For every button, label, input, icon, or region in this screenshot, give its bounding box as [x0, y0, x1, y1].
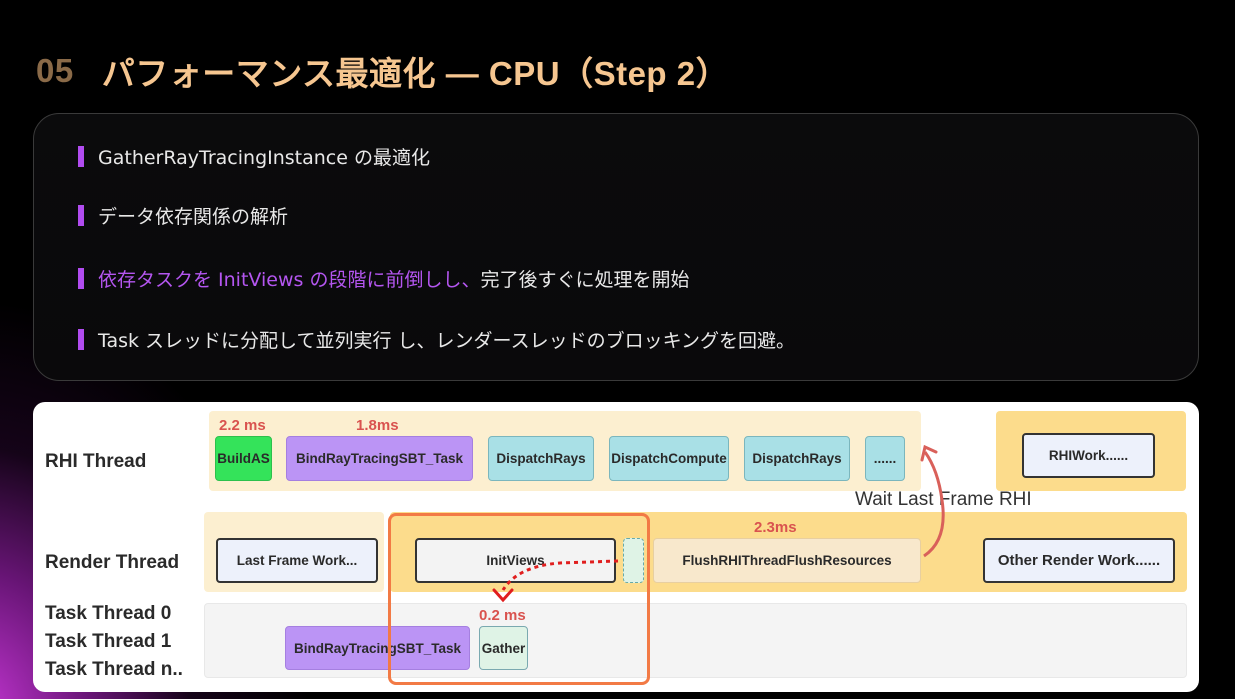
timing-bind-sbt: 1.8ms: [356, 417, 399, 434]
slide-title: 05 パフォーマンス最適化 — CPU（Step 2）: [36, 46, 729, 96]
bullet-text: Task スレッドに分配して並列実行 し、レンダースレッドのブロッキングを回避。: [98, 329, 795, 352]
highlight-frame: [388, 513, 650, 685]
timing-flush-rhi: 2.3ms: [754, 519, 797, 536]
bullet-item: Task スレッドに分配して並列実行 し、レンダースレッドのブロッキングを回避。: [78, 324, 795, 354]
bullet-marker: [78, 328, 84, 350]
bullet-text: 完了後すぐに処理を開始: [480, 268, 690, 291]
timing-build-as: 2.2 ms: [219, 417, 266, 434]
task-ellipsis: ......: [865, 436, 905, 481]
slide-number: 05: [36, 52, 74, 89]
task-flush-rhi-resources: FlushRHIThreadFlushResources: [653, 538, 921, 583]
bullet-panel: GatherRayTracingInstance の最適化 データ依存関係の解析…: [33, 113, 1199, 381]
task-bind-sbt-rhi: BindRayTracingSBT_Task: [286, 436, 473, 481]
task-gather: Gather: [479, 626, 528, 670]
bullet-item: データ依存関係の解析: [78, 200, 288, 230]
task-dispatch-rays-1: DispatchRays: [488, 436, 594, 481]
task-bind-sbt-task-thread: BindRayTracingSBT_Task: [285, 626, 470, 670]
task-rhi-work: RHIWork......: [1022, 433, 1155, 478]
task-dispatch-rays-2: DispatchRays: [744, 436, 850, 481]
wait-last-frame-rhi-label: Wait Last Frame RHI: [855, 489, 1032, 510]
bullet-text: データ依存関係の解析: [98, 205, 289, 228]
task-dispatch-compute: DispatchCompute: [609, 436, 729, 481]
bullet-marker: [78, 145, 84, 167]
task-build-as: BuildAS: [215, 436, 272, 481]
lane-label-task-n: Task Thread n..: [45, 659, 183, 680]
bullet-text: GatherRayTracingInstance の最適化: [98, 146, 430, 169]
bullet-highlight: 依存タスクを InitViews の段階に前倒しし、: [98, 268, 481, 291]
timing-gather: 0.2 ms: [479, 607, 526, 624]
lane-label-render: Render Thread: [45, 552, 180, 573]
lane-label-task-1: Task Thread 1: [45, 631, 172, 652]
bullet-marker: [78, 204, 84, 226]
bullet-marker: [78, 267, 84, 289]
bullet-item: GatherRayTracingInstance の最適化: [78, 141, 430, 171]
task-other-render-work: Other Render Work......: [983, 538, 1175, 583]
gather-slot-placeholder: [623, 538, 644, 583]
thread-timeline-diagram: RHI Thread Render Thread Task Thread 0 T…: [33, 402, 1199, 692]
lane-label-rhi: RHI Thread: [45, 451, 147, 472]
task-last-frame-work: Last Frame Work...: [216, 538, 378, 583]
lane-label-task-0: Task Thread 0: [45, 603, 172, 624]
slide-heading: パフォーマンス最適化 — CPU（Step 2）: [101, 55, 730, 92]
bullet-item: 依存タスクを InitViews の段階に前倒しし、 完了後すぐに処理を開始: [78, 263, 689, 293]
